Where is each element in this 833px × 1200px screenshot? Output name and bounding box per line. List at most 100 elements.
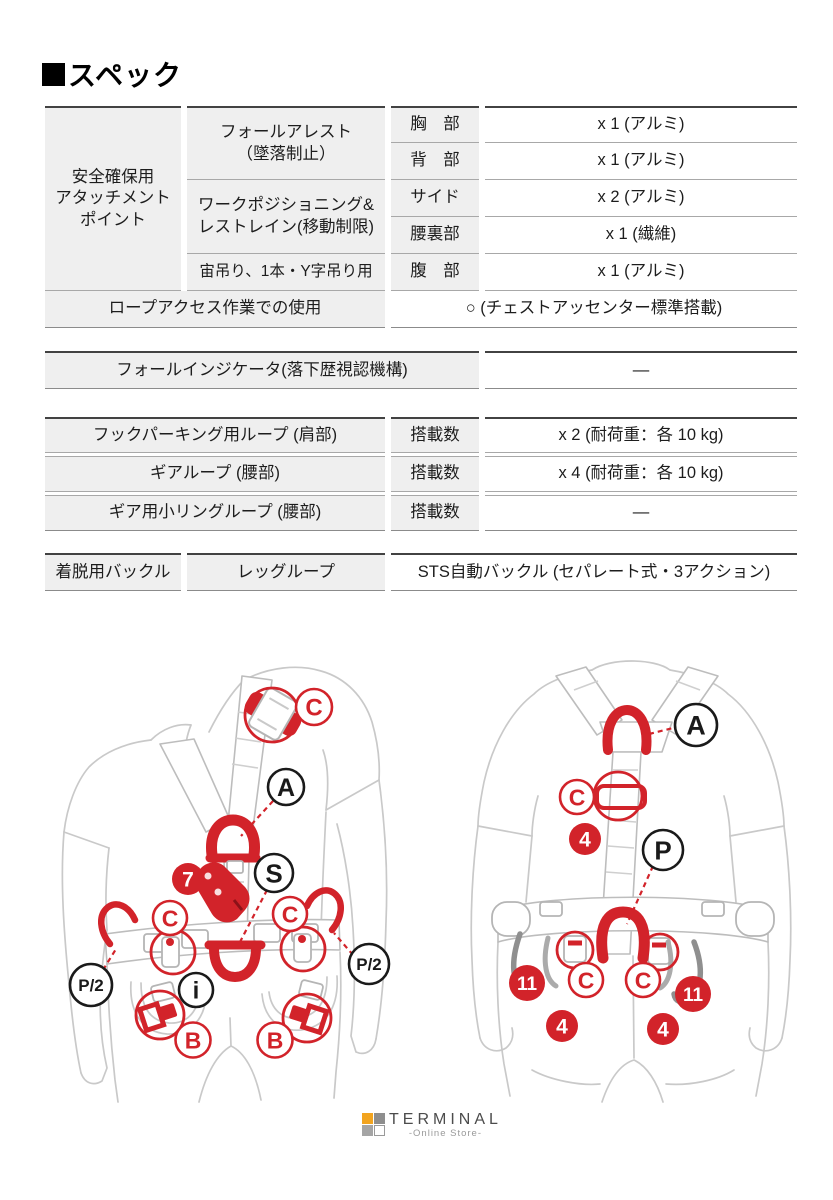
part-abdomen: 腹 部 xyxy=(391,254,479,291)
svg-text:B: B xyxy=(185,1027,202,1053)
buckle-label: 着脱用バックル xyxy=(45,553,181,591)
gear-loop-right xyxy=(303,887,344,934)
part-side: サイド xyxy=(391,180,479,217)
label-back-c-left: C xyxy=(567,961,605,999)
logo-texts: TERMINAL -Online Store- xyxy=(389,1111,502,1139)
label-front-7: 7 xyxy=(172,863,204,895)
value-back: x 1 (アルミ) xyxy=(485,143,797,180)
hook-parking-loop-qty-header: 搭載数 xyxy=(391,417,479,453)
small-ring-loop-qty-header: 搭載数 xyxy=(391,495,479,531)
label-back-p: P xyxy=(641,828,685,872)
label-back-strap-4: 4 xyxy=(569,823,601,855)
type-suspension: 宙吊り、1本・Y字吊り用 xyxy=(187,254,385,291)
page-title: スペック xyxy=(42,54,182,94)
logo-brand-text: TERMINAL xyxy=(389,1111,502,1128)
dorsal-d-ring xyxy=(602,704,652,755)
svg-text:C: C xyxy=(578,967,595,993)
page-title-text: スペック xyxy=(68,60,183,91)
logo-square-orange xyxy=(362,1113,373,1124)
svg-text:4: 4 xyxy=(556,1016,568,1039)
label-front-waist-c-left: C xyxy=(151,899,189,937)
svg-text:P: P xyxy=(654,835,671,865)
part-chest: 胸 部 xyxy=(391,106,479,143)
svg-text:C: C xyxy=(569,784,586,810)
svg-text:C: C xyxy=(282,901,299,927)
label-back-11-right: 11 xyxy=(675,976,711,1012)
gear-loop-label: ギアループ (腰部) xyxy=(45,456,385,492)
value-abdomen: x 1 (アルミ) xyxy=(485,254,797,291)
hook-parking-loop-label: フックパーキング用ループ (肩部) xyxy=(45,417,385,453)
waist-keeper-right xyxy=(293,933,312,963)
label-back-c-right: C xyxy=(624,961,662,999)
svg-text:S: S xyxy=(265,858,282,888)
rope-access-label: ロープアクセス作業での使用 xyxy=(45,291,385,328)
svg-text:C: C xyxy=(305,695,322,722)
leg-buckle-left xyxy=(136,1000,178,1034)
svg-text:C: C xyxy=(635,967,652,993)
svg-text:A: A xyxy=(686,711,706,741)
type-fall-arrest: フォールアレスト （墜落制止） xyxy=(187,106,385,180)
buckle-value: STS自動バックル (セパレート式・3アクション) xyxy=(391,553,797,591)
fall-indicator-label: フォールインジケータ(落下歴視認機構) xyxy=(45,351,479,389)
front-harness-hardware xyxy=(98,687,344,1036)
label-front-waist-c-right: C xyxy=(271,895,309,933)
logo-square-gray-dark xyxy=(374,1113,385,1124)
gear-loop-value: x 4 (耐荷重：各 10 kg) xyxy=(485,456,797,492)
buckle-sub-label: レッグループ xyxy=(187,553,385,591)
small-ring-loop-label: ギア用小リングループ (腰部) xyxy=(45,495,385,531)
harness-front-diagram: C A 7 S C C P/2 P/2 i B B xyxy=(61,666,391,1103)
rear-gear-loop-inner-left xyxy=(542,935,559,989)
fall-indicator-value: — xyxy=(485,351,797,389)
rear-rope-loop xyxy=(596,906,650,964)
label-back-a: A xyxy=(673,702,719,748)
gear-loop-qty-header: 搭載数 xyxy=(391,456,479,492)
label-back-4-left: 4 xyxy=(546,1010,578,1042)
type-work-positioning: ワークポジショニング& レストレイン(移動制限) xyxy=(187,180,385,254)
sternal-d-ring xyxy=(205,814,261,874)
svg-text:11: 11 xyxy=(517,974,538,995)
gear-loop-left xyxy=(98,901,139,948)
logo-tagline-text: -Online Store- xyxy=(408,1127,483,1139)
label-back-11-left: 11 xyxy=(509,965,545,1001)
value-side: x 2 (アルミ) xyxy=(485,180,797,217)
fall-indicator-table: フォールインジケータ(落下歴視認機構) — xyxy=(45,351,797,389)
label-front-info-i: i xyxy=(177,971,215,1009)
title-square-icon xyxy=(42,62,65,86)
svg-text:C: C xyxy=(162,905,179,931)
part-back: 背 部 xyxy=(391,143,479,180)
label-back-strap-c: C xyxy=(558,778,596,816)
back-harness-straps xyxy=(491,666,775,965)
label-front-s: S xyxy=(253,852,295,894)
buckle-table: 着脱用バックル レッグループ STS自動バックル (セパレート式・3アクション) xyxy=(45,553,797,591)
label-front-shoulder-c: C xyxy=(294,687,334,727)
label-front-b-left: B xyxy=(174,1021,212,1059)
shoulder-buckle xyxy=(244,687,302,741)
front-callout-lines xyxy=(102,800,354,971)
part-rear-waist: 腰裏部 xyxy=(391,217,479,254)
small-ring-loop-value: — xyxy=(485,495,797,531)
waist-keeper-left xyxy=(161,936,180,968)
hook-parking-loop-value: x 2 (耐荷重：各 10 kg) xyxy=(485,417,797,453)
back-callout-lines xyxy=(625,726,674,925)
attachment-points-table: 安全確保用 アタッチメント ポイント フォールアレスト （墜落制止） ワークポジ… xyxy=(45,106,797,328)
svg-text:7: 7 xyxy=(182,869,194,892)
label-back-4-right: 4 xyxy=(647,1013,679,1045)
label-front-b-right: B xyxy=(256,1021,294,1059)
ventral-d-ring xyxy=(204,940,266,983)
label-front-p2-left: P/2 xyxy=(68,962,114,1008)
svg-text:11: 11 xyxy=(683,985,704,1006)
value-chest: x 1 (アルミ) xyxy=(485,106,797,143)
strap-keeper-red xyxy=(595,784,647,810)
rope-access-value: ○ (チェストアッセンター標準搭載) xyxy=(391,291,797,328)
label-front-p2-right: P/2 xyxy=(347,942,391,986)
harness-back-diagram: A C 4 P 11 C C 11 4 4 xyxy=(470,660,792,1103)
attachment-group-label: 安全確保用 アタッチメント ポイント xyxy=(45,106,181,291)
chest-ascender xyxy=(195,862,250,923)
leg-buckle-right xyxy=(289,1002,330,1036)
svg-text:P/2: P/2 xyxy=(78,976,104,995)
terminal-logo: TERMINAL -Online Store- xyxy=(362,1111,502,1139)
svg-text:A: A xyxy=(277,774,295,802)
value-rear-waist: x 1 (繊維) xyxy=(485,217,797,254)
rear-gear-loop-inner-right xyxy=(657,939,674,991)
